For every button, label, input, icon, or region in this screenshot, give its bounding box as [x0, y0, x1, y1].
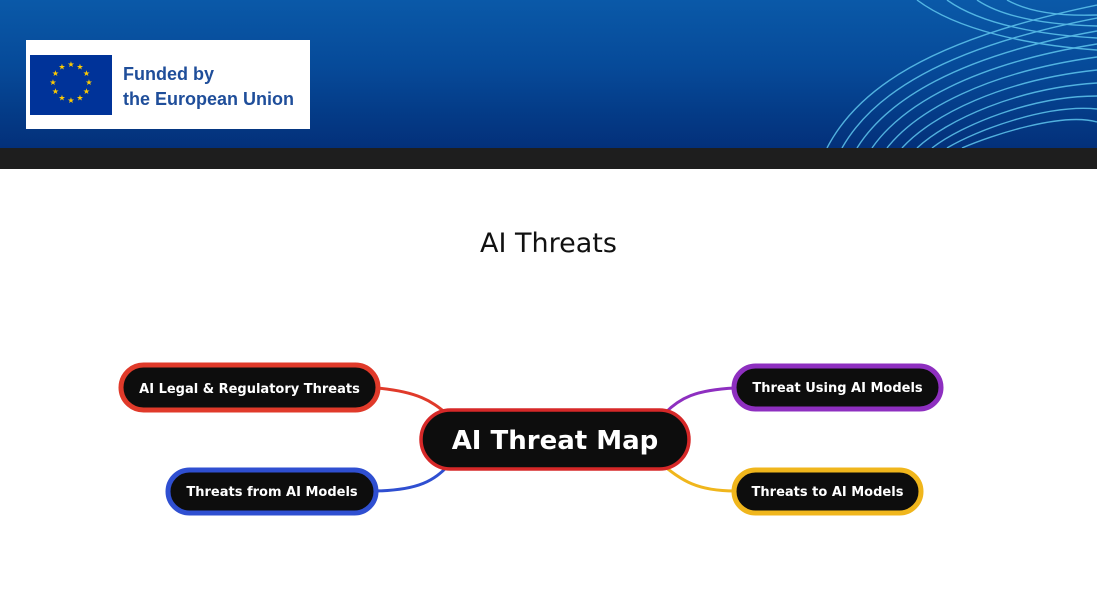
- eu-banner: ★ ★ ★ ★ ★ ★ ★ ★ ★ ★ ★ ★ Funded by the Eu…: [0, 0, 1097, 148]
- eu-funding-badge: ★ ★ ★ ★ ★ ★ ★ ★ ★ ★ ★ ★ Funded by the Eu…: [26, 40, 310, 129]
- svg-text:★: ★: [52, 87, 59, 96]
- branch-label-legal: AI Legal & Regulatory Threats: [139, 382, 360, 397]
- svg-text:★: ★: [85, 78, 92, 87]
- connector-to: [663, 464, 736, 493]
- european-union-line: the European Union: [123, 89, 294, 109]
- svg-text:★: ★: [49, 78, 56, 87]
- svg-text:★: ★: [67, 60, 74, 69]
- branch-label-from: Threats from AI Models: [186, 485, 358, 500]
- svg-text:★: ★: [67, 96, 74, 105]
- svg-text:★: ★: [58, 63, 65, 72]
- branch-label-using: Threat Using AI Models: [752, 381, 923, 396]
- funded-by-line: Funded by: [123, 64, 214, 84]
- svg-text:★: ★: [83, 87, 90, 96]
- svg-text:★: ★: [52, 69, 59, 78]
- slide-title: AI Threats: [480, 228, 617, 259]
- branch-node-threat-using-ai: Threat Using AI Models: [731, 363, 944, 412]
- branch-label-to: Threats to AI Models: [752, 485, 904, 500]
- center-label: AI Threat Map: [452, 426, 659, 456]
- toolbar-strip: [0, 148, 1097, 169]
- branch-node-threats-from-ai: Threats from AI Models: [165, 467, 379, 516]
- svg-text:★: ★: [76, 63, 83, 72]
- center-node-ai-threat-map: AI Threat Map: [419, 408, 691, 471]
- svg-text:★: ★: [58, 94, 65, 103]
- svg-text:★: ★: [83, 69, 90, 78]
- connector-legal: [376, 386, 447, 415]
- svg-text:★: ★: [76, 94, 83, 103]
- wave-lines-decoration: [826, 0, 1097, 148]
- connector-from: [375, 464, 450, 493]
- funded-by-eu-text: Funded by the European Union: [123, 62, 294, 112]
- eu-flag-icon: ★ ★ ★ ★ ★ ★ ★ ★ ★ ★ ★ ★: [30, 55, 112, 115]
- branch-node-threats-to-ai: Threats to AI Models: [731, 467, 924, 516]
- connector-using: [663, 386, 736, 415]
- branch-node-legal-regulatory: AI Legal & Regulatory Threats: [118, 362, 381, 413]
